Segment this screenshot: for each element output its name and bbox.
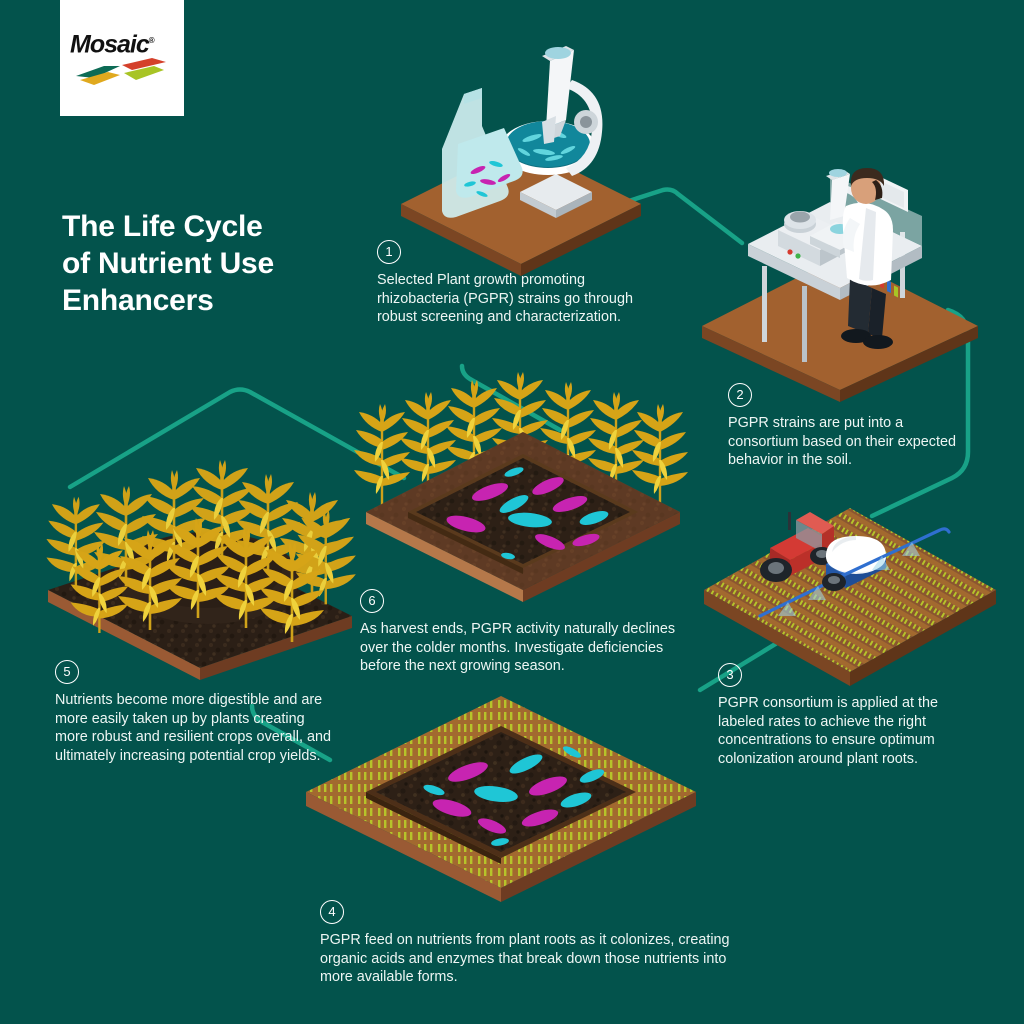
scientist-figure xyxy=(841,168,893,349)
logo-wordmark: Mosaic® xyxy=(70,28,174,57)
page-title-line-2: of Nutrient Use xyxy=(62,247,275,280)
page-title: The Life Cycle of Nutrient Use Enhancers xyxy=(62,208,362,319)
scene-corn-field-plot xyxy=(40,390,360,680)
step-description-1: Selected Plant growth promoting rhizobac… xyxy=(377,272,633,326)
step-callout-6: 6 As harvest ends, PGPR activity natural… xyxy=(360,589,685,676)
scene-soil-bacteria-section xyxy=(296,686,706,906)
step-number-badge-1: 1 xyxy=(377,240,401,264)
step-description-5: Nutrients become more digestible and are… xyxy=(55,692,331,764)
connector-6-1 xyxy=(459,363,563,433)
mosaic-logo: Mosaic® xyxy=(60,0,184,116)
logo-wordmark-text: Mosaic xyxy=(70,30,150,59)
step-callout-1: 1 Selected Plant growth promoting rhizob… xyxy=(377,240,667,327)
step-callout-4: 4 PGPR feed on nutrients from plant root… xyxy=(320,900,740,987)
scene-corn-plot-bacteria xyxy=(352,352,690,602)
logo-inner: Mosaic® xyxy=(70,28,174,88)
step-description-3: PGPR consortium is applied at the labele… xyxy=(718,695,938,767)
erlenmeyer-flask-icon xyxy=(442,88,523,218)
step-number-badge-5: 5 xyxy=(55,660,79,684)
step-description-4: PGPR feed on nutrients from plant roots … xyxy=(320,932,730,986)
bacteria-cluster xyxy=(423,746,605,846)
connector-5-6 xyxy=(67,387,407,490)
sprayer-icon xyxy=(758,527,951,618)
connector-3-4 xyxy=(697,637,785,693)
step-callout-5: 5 Nutrients become more digestible and a… xyxy=(55,660,340,765)
scene-laboratory-bench xyxy=(396,24,646,276)
logo-tiles-icon xyxy=(76,58,166,85)
connector-2-3 xyxy=(869,307,971,519)
microscope-icon xyxy=(500,46,603,218)
connector-4-5 xyxy=(249,703,333,763)
step-callout-2: 2 PGPR strains are put into a consortium… xyxy=(728,383,968,470)
tractor-icon xyxy=(760,512,834,582)
registered-trademark-icon: ® xyxy=(148,36,155,45)
page-title-line-1: The Life Cycle xyxy=(62,210,263,243)
step-description-2: PGPR strains are put into a consortium b… xyxy=(728,415,956,469)
page-title-line-3: Enhancers xyxy=(62,284,214,317)
step-number-badge-4: 4 xyxy=(320,900,344,924)
step-number-badge-2: 2 xyxy=(728,383,752,407)
step-callout-3: 3 PGPR consortium is applied at the labe… xyxy=(718,663,968,768)
step-number-badge-6: 6 xyxy=(360,589,384,613)
scene-scientist-at-bench xyxy=(690,160,980,402)
scene-tractor-sprayer-field xyxy=(700,494,1000,686)
bacteria-cluster xyxy=(446,467,609,560)
step-number-badge-3: 3 xyxy=(718,663,742,687)
connector-1-2 xyxy=(573,187,745,246)
step-description-6: As harvest ends, PGPR activity naturally… xyxy=(360,621,676,675)
